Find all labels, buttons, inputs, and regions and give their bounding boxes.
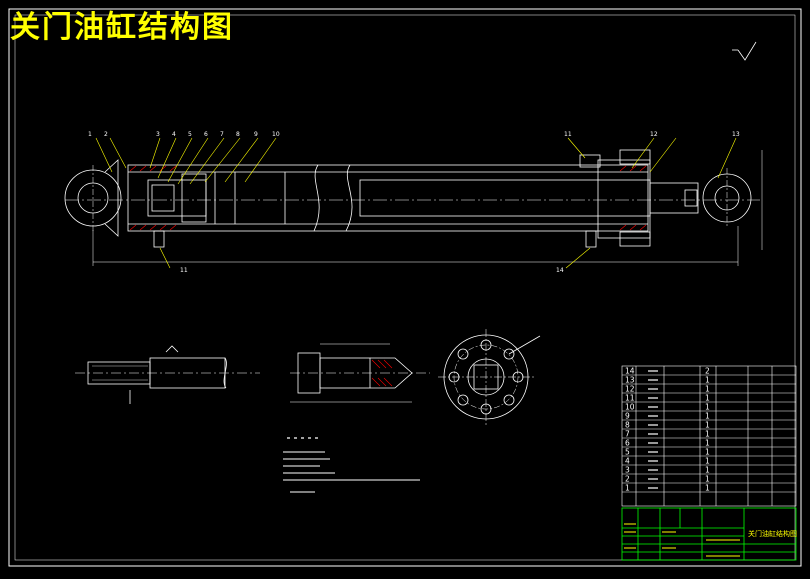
bom-row-qty: 1 — [705, 430, 710, 439]
bom-row-no: 8 — [625, 421, 630, 430]
port-right — [585, 230, 597, 248]
callout-4: 4 — [172, 131, 176, 138]
bom-row-qty: 1 — [705, 394, 710, 403]
bom-row-no: 7 — [625, 430, 630, 439]
sheet-border — [8, 8, 802, 567]
bom-row-qty: 1 — [705, 403, 710, 412]
callout-6: 6 — [204, 131, 208, 138]
bom-row-qty: 1 — [705, 475, 710, 484]
bom-row-no: 14 — [625, 367, 635, 376]
technical-notes — [283, 437, 420, 493]
bom-row-qty: 1 — [705, 484, 710, 493]
section-hatching — [129, 165, 647, 231]
drawing-title: 关门油缸结构图 — [10, 10, 234, 45]
piston-rod — [359, 179, 651, 217]
callout-labels: 1 2 3 4 5 6 7 8 9 10 11 12 13 11 14 — [88, 131, 740, 274]
detail-rod-end — [75, 345, 260, 404]
bom-row-no: 5 — [625, 448, 630, 457]
break-line-right — [345, 164, 353, 232]
callout-5: 5 — [188, 131, 192, 138]
detail-flange — [438, 329, 541, 425]
callout-8: 8 — [236, 131, 240, 138]
bom-row-qty: 1 — [705, 439, 710, 448]
bom-row-no: 6 — [625, 439, 630, 448]
detail-plug-hatching — [371, 359, 393, 387]
callout-2: 2 — [104, 131, 108, 138]
bom-row-no: 2 — [625, 475, 630, 484]
title-block — [621, 507, 797, 561]
callout-12: 12 — [650, 131, 658, 138]
bom-row-no: 1 — [625, 484, 630, 493]
callout-9: 9 — [254, 131, 258, 138]
cylinder-main-view — [64, 149, 763, 266]
callout-1: 1 — [88, 131, 92, 138]
bom-row-qty: 1 — [705, 376, 710, 385]
bom-row-qty: 1 — [705, 421, 710, 430]
bom-table — [621, 365, 797, 507]
bom-row-no: 12 — [625, 385, 635, 394]
bom-row-qty: 1 — [705, 466, 710, 475]
bom-row-qty: 1 — [705, 412, 710, 421]
bom-row-no: 11 — [625, 394, 635, 403]
bom-row-qty: 2 — [705, 367, 710, 376]
bom-row-no: 4 — [625, 457, 630, 466]
bom-row-qty: 1 — [705, 385, 710, 394]
detail-plug — [290, 343, 430, 403]
bom-row-no: 13 — [625, 376, 635, 385]
bom-row-no: 9 — [625, 412, 630, 421]
cylinder-barrel — [127, 164, 649, 232]
callout-7: 7 — [220, 131, 224, 138]
callout-11: 11 — [564, 131, 572, 138]
break-line-left — [313, 164, 320, 232]
port-left — [153, 230, 165, 248]
callout-3: 3 — [156, 131, 160, 138]
callout-bottom-14: 14 — [556, 267, 564, 274]
bom-row-qty: 1 — [705, 457, 710, 466]
callout-13: 13 — [732, 131, 740, 138]
callout-leaders — [95, 137, 737, 269]
roughness-symbol — [732, 41, 757, 61]
bom-row-no: 3 — [625, 466, 630, 475]
callout-10: 10 — [272, 131, 280, 138]
sheet-inner-border — [14, 14, 796, 561]
callout-bottom-11: 11 — [180, 267, 188, 274]
bom-row-no: 10 — [625, 403, 635, 412]
bom-row-qty: 1 — [705, 448, 710, 457]
title-block-drawing-name: 关门油缸结构图 — [748, 529, 797, 538]
title-block-marks — [624, 523, 740, 557]
